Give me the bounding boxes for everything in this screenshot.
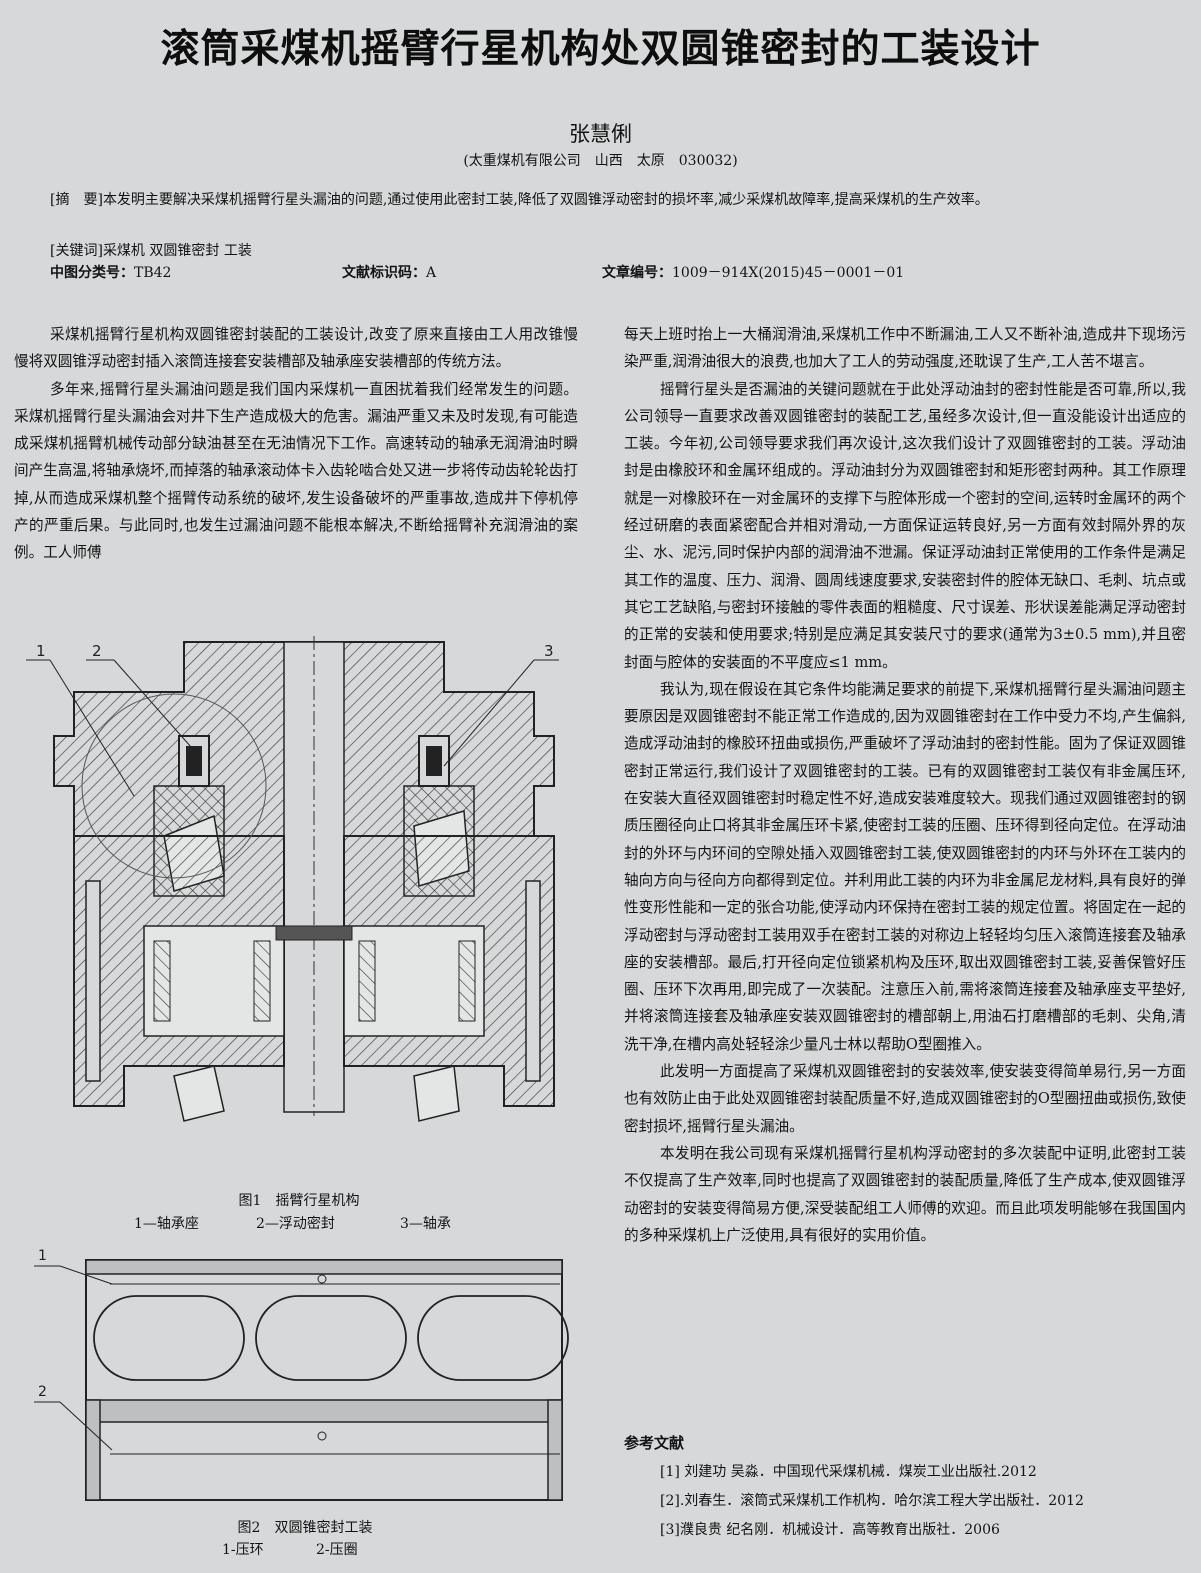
abstract: [摘 要]本发明主要解决采煤机摇臂行星头漏油的问题,通过使用此密封工装,降低了双…: [14, 187, 1186, 214]
figure2-callout-2: 2: [38, 1384, 47, 1400]
classification-value: TB42: [134, 265, 172, 281]
paragraph: 多年来,摇臂行星头漏油问题是我们国内采煤机一直困扰着我们经常发生的问题。采煤机摇…: [14, 380, 578, 562]
article-number: 文章编号：1009－914X(2015)45－0001－01: [602, 262, 904, 282]
figure1-legend-3: 3—轴承: [400, 1216, 451, 1232]
paragraph: 采煤机摇臂行星机构双圆锥密封装配的工装设计,改变了原来直接由工人用改锥慢慢将双圆…: [14, 326, 578, 371]
reference-item: [3]濮良贵 纪名刚．机械设计．高等教育出版社．2006: [660, 1522, 1000, 1538]
keywords-text: 采煤机 双圆锥密封 工装: [102, 243, 252, 259]
figure1-caption: 图1 摇臂行星机构: [238, 1193, 360, 1209]
figure2-caption: 图2 双圆锥密封工装: [237, 1520, 373, 1536]
figure1-callout-2: 2: [92, 642, 102, 660]
article-number-label: 文章编号：: [602, 265, 672, 281]
article-number-value: 1009－914X(2015)45－0001－01: [672, 265, 905, 281]
paragraph: 摇臂行星头是否漏油的关键问题就在于此处浮动油封的密封性能是否可靠,所以,我公司领…: [624, 380, 1186, 671]
paragraph: 本发明在我公司现有采煤机摇臂行星机构浮动密封的多次装配中证明,此密封工装不仅提高…: [624, 1144, 1186, 1244]
figure1-planetary-mechanism-drawing: 1 2 3: [26, 636, 559, 1122]
reference-item: [1] 刘建功 吴淼．中国现代采煤机械．煤炭工业出版社.2012: [660, 1464, 1037, 1480]
right-column: 每天上班时抬上一大桶润滑油,采煤机工作中不断漏油,工人又不断补油,造成井下现场污…: [624, 321, 1186, 1249]
abstract-label: [摘 要]: [50, 192, 103, 208]
author-name: 张慧俐: [569, 122, 632, 146]
paragraph: 每天上班时抬上一大桶润滑油,采煤机工作中不断漏油,工人又不断补油,造成井下现场污…: [624, 326, 1186, 371]
keywords: [关键词]采煤机 双圆锥密封 工装: [50, 240, 252, 260]
classification-label: 中图分类号：: [50, 265, 134, 281]
author-affiliation: (太重煤机有限公司 山西 太原 030032): [463, 153, 738, 169]
reference-item: [2].刘春生．滚筒式采煤机工作机构．哈尔滨工程大学出版社．2012: [660, 1493, 1084, 1509]
document-code-value: A: [426, 265, 437, 281]
figure2-legend-2: 2-压圈: [316, 1542, 358, 1558]
document-code-label: 文献标识码：: [342, 265, 426, 281]
figure2-seal-tool-drawing: 1 2: [34, 1248, 569, 1501]
classification-number: 中图分类号：TB42: [50, 262, 171, 282]
left-column: 采煤机摇臂行星机构双圆锥密封装配的工装设计,改变了原来直接由工人用改锥慢慢将双圆…: [14, 321, 578, 567]
abstract-text: 本发明主要解决采煤机摇臂行星头漏油的问题,通过使用此密封工装,降低了双圆锥浮动密…: [102, 192, 989, 208]
figure1-legend-2: 2—浮动密封: [256, 1216, 335, 1232]
paragraph: 此发明一方面提高了采煤机双圆锥密封的安装效率,使安装变得简单易行,另一方面也有效…: [624, 1063, 1186, 1135]
keywords-label: [关键词]: [50, 243, 103, 259]
figure1-callout-3: 3: [544, 642, 554, 660]
paper-title: 滚筒采煤机摇臂行星机构处双圆锥密封的工装设计: [160, 27, 1041, 72]
references-heading: 参考文献: [624, 1434, 685, 1452]
document-code: 文献标识码：A: [342, 262, 436, 282]
figure1-callout-1: 1: [36, 642, 46, 660]
figure2-callout-1: 1: [38, 1248, 47, 1264]
figure2-legend-1: 1-压环: [222, 1542, 264, 1558]
paragraph: 我认为,现在假设在其它条件均能满足要求的前提下,采煤机摇臂行星头漏油问题主要原因…: [624, 680, 1186, 1053]
figure1-legend-1: 1—轴承座: [134, 1216, 199, 1232]
